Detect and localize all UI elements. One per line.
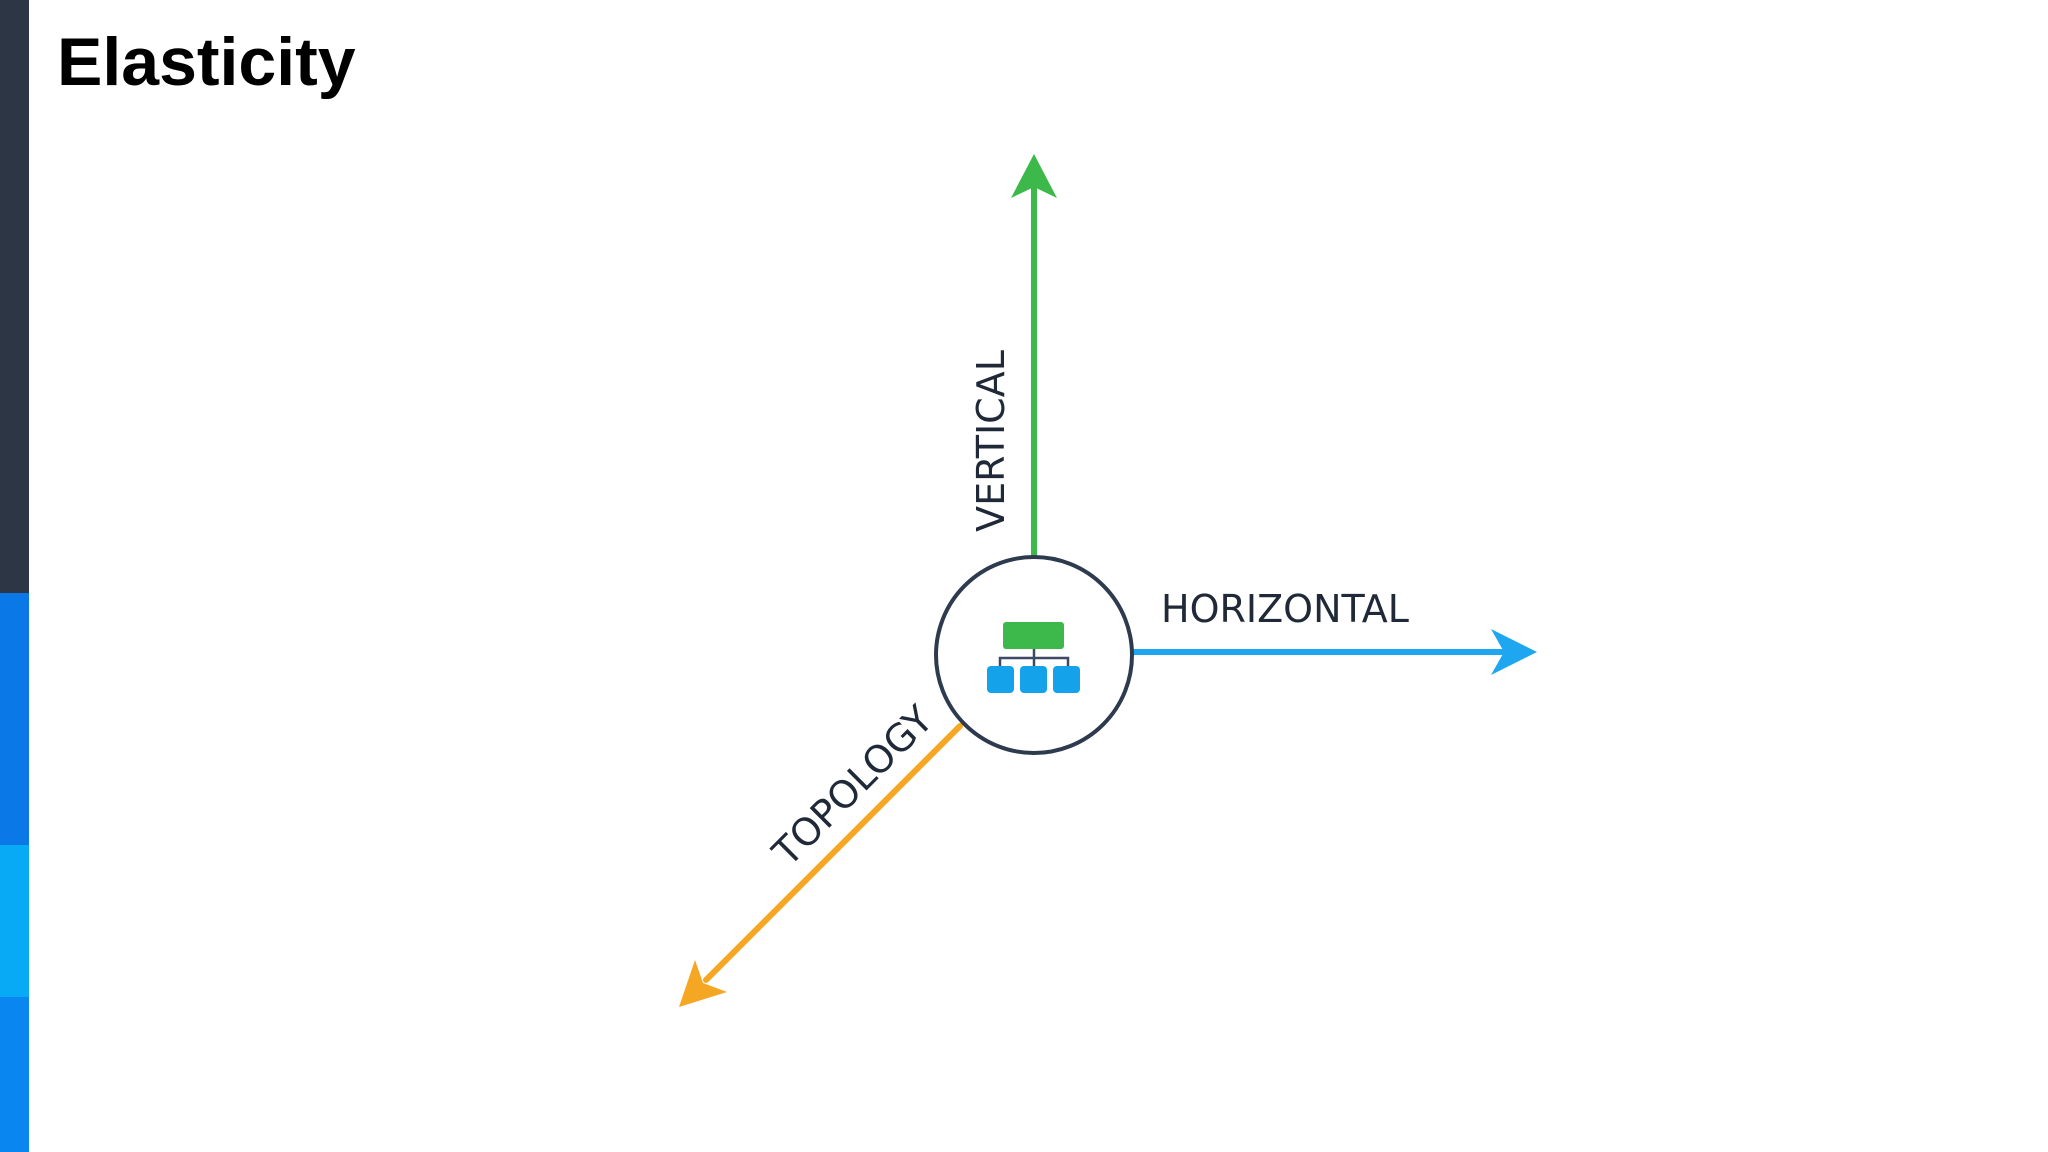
horizontal-arrow-head — [1491, 629, 1537, 675]
horizontal-axis: HORIZONTAL — [1128, 587, 1537, 675]
vertical-axis: VERTICAL — [969, 154, 1057, 558]
hierarchy-network-icon — [987, 622, 1080, 693]
side-accent-strip — [0, 0, 29, 1152]
horizontal-axis-label: HORIZONTAL — [1161, 587, 1409, 631]
strip-segment-dark — [0, 0, 29, 593]
icon-child-node-middle — [1020, 666, 1047, 693]
slide-title: Elasticity — [57, 24, 356, 100]
strip-segment-blue — [0, 593, 29, 845]
vertical-arrow-head — [1011, 154, 1057, 198]
topology-axis: TOPOLOGY — [679, 697, 963, 1007]
vertical-axis-label: VERTICAL — [969, 350, 1013, 532]
icon-child-node-right — [1053, 666, 1080, 693]
topology-arrow-head — [679, 960, 727, 1007]
topology-arrow-line — [703, 723, 963, 983]
topology-axis-label: TOPOLOGY — [764, 697, 942, 875]
icon-top-node — [1003, 622, 1064, 649]
strip-segment-light — [0, 845, 29, 997]
strip-segment-bottom — [0, 997, 29, 1152]
icon-child-node-left — [987, 666, 1014, 693]
